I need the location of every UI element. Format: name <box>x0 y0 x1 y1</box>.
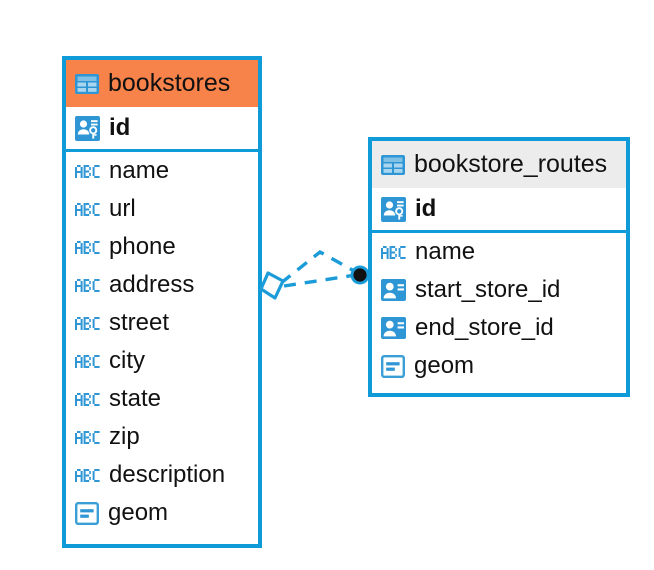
diamond-endpoint <box>259 271 285 300</box>
foreign-key-card-icon <box>381 279 406 301</box>
column-label: start_store_id <box>415 276 561 303</box>
filled-circle-endpoint <box>350 265 370 285</box>
entity-body-bookstores: id nam <box>66 107 258 532</box>
column-row-phone[interactable]: phone <box>66 228 258 266</box>
abc-text-icon <box>75 430 100 444</box>
column-label: state <box>109 385 162 412</box>
abc-text-icon <box>75 278 100 292</box>
column-label: street <box>109 309 170 336</box>
entity-title: bookstores <box>108 69 231 97</box>
entity-header-bookstore-routes: bookstore_routes <box>372 141 626 188</box>
column-row-name[interactable]: name <box>372 233 626 271</box>
relationship-lines <box>279 249 357 288</box>
column-row-id[interactable]: id <box>66 107 258 152</box>
column-row-state[interactable]: state <box>66 380 258 418</box>
entity-body-bookstore-routes: id nam <box>372 188 626 385</box>
column-label: geom <box>108 499 169 526</box>
table-icon <box>75 73 99 94</box>
column-row-url[interactable]: url <box>66 190 258 228</box>
abc-text-icon <box>75 202 100 216</box>
column-label: name <box>109 157 170 184</box>
column-row-start-store-id[interactable]: start_store_id <box>372 271 626 309</box>
column-row-address[interactable]: address <box>66 266 258 304</box>
column-label: id <box>109 114 131 141</box>
table-icon <box>381 154 405 175</box>
entity-header-bookstores: bookstores <box>66 60 258 107</box>
column-label: end_store_id <box>415 314 554 341</box>
column-label: url <box>109 195 136 222</box>
abc-text-icon <box>75 164 100 178</box>
primary-key-card-icon <box>381 196 406 222</box>
column-row-id[interactable]: id <box>372 188 626 233</box>
entity-title: bookstore_routes <box>414 150 608 178</box>
column-row-end-store-id[interactable]: end_store_id <box>372 309 626 347</box>
column-row-street[interactable]: street <box>66 304 258 342</box>
column-row-geom[interactable]: geom <box>372 347 626 385</box>
abc-text-icon <box>75 392 100 406</box>
column-row-description[interactable]: description <box>66 456 258 494</box>
abc-text-icon <box>75 468 100 482</box>
column-label: zip <box>109 423 140 450</box>
column-label: address <box>109 271 195 298</box>
column-label: description <box>109 461 226 488</box>
geometry-icon <box>381 354 405 378</box>
abc-text-icon <box>75 316 100 330</box>
column-row-city[interactable]: city <box>66 342 258 380</box>
column-label: geom <box>414 352 475 379</box>
abc-text-icon <box>75 240 100 254</box>
column-row-zip[interactable]: zip <box>66 418 258 456</box>
column-label: id <box>415 195 437 222</box>
foreign-key-card-icon <box>381 317 406 339</box>
column-label: phone <box>109 233 176 260</box>
column-label: name <box>415 238 476 265</box>
column-row-geom[interactable]: geom <box>66 494 258 532</box>
abc-text-icon <box>75 354 100 368</box>
primary-key-card-icon <box>75 115 100 141</box>
column-label: city <box>109 347 145 374</box>
abc-text-icon <box>381 245 406 259</box>
entity-bookstores[interactable]: bookstores id <box>62 56 262 548</box>
geometry-icon <box>75 501 99 525</box>
entity-bookstore-routes[interactable]: bookstore_routes id <box>368 137 630 397</box>
column-row-name[interactable]: name <box>66 152 258 190</box>
